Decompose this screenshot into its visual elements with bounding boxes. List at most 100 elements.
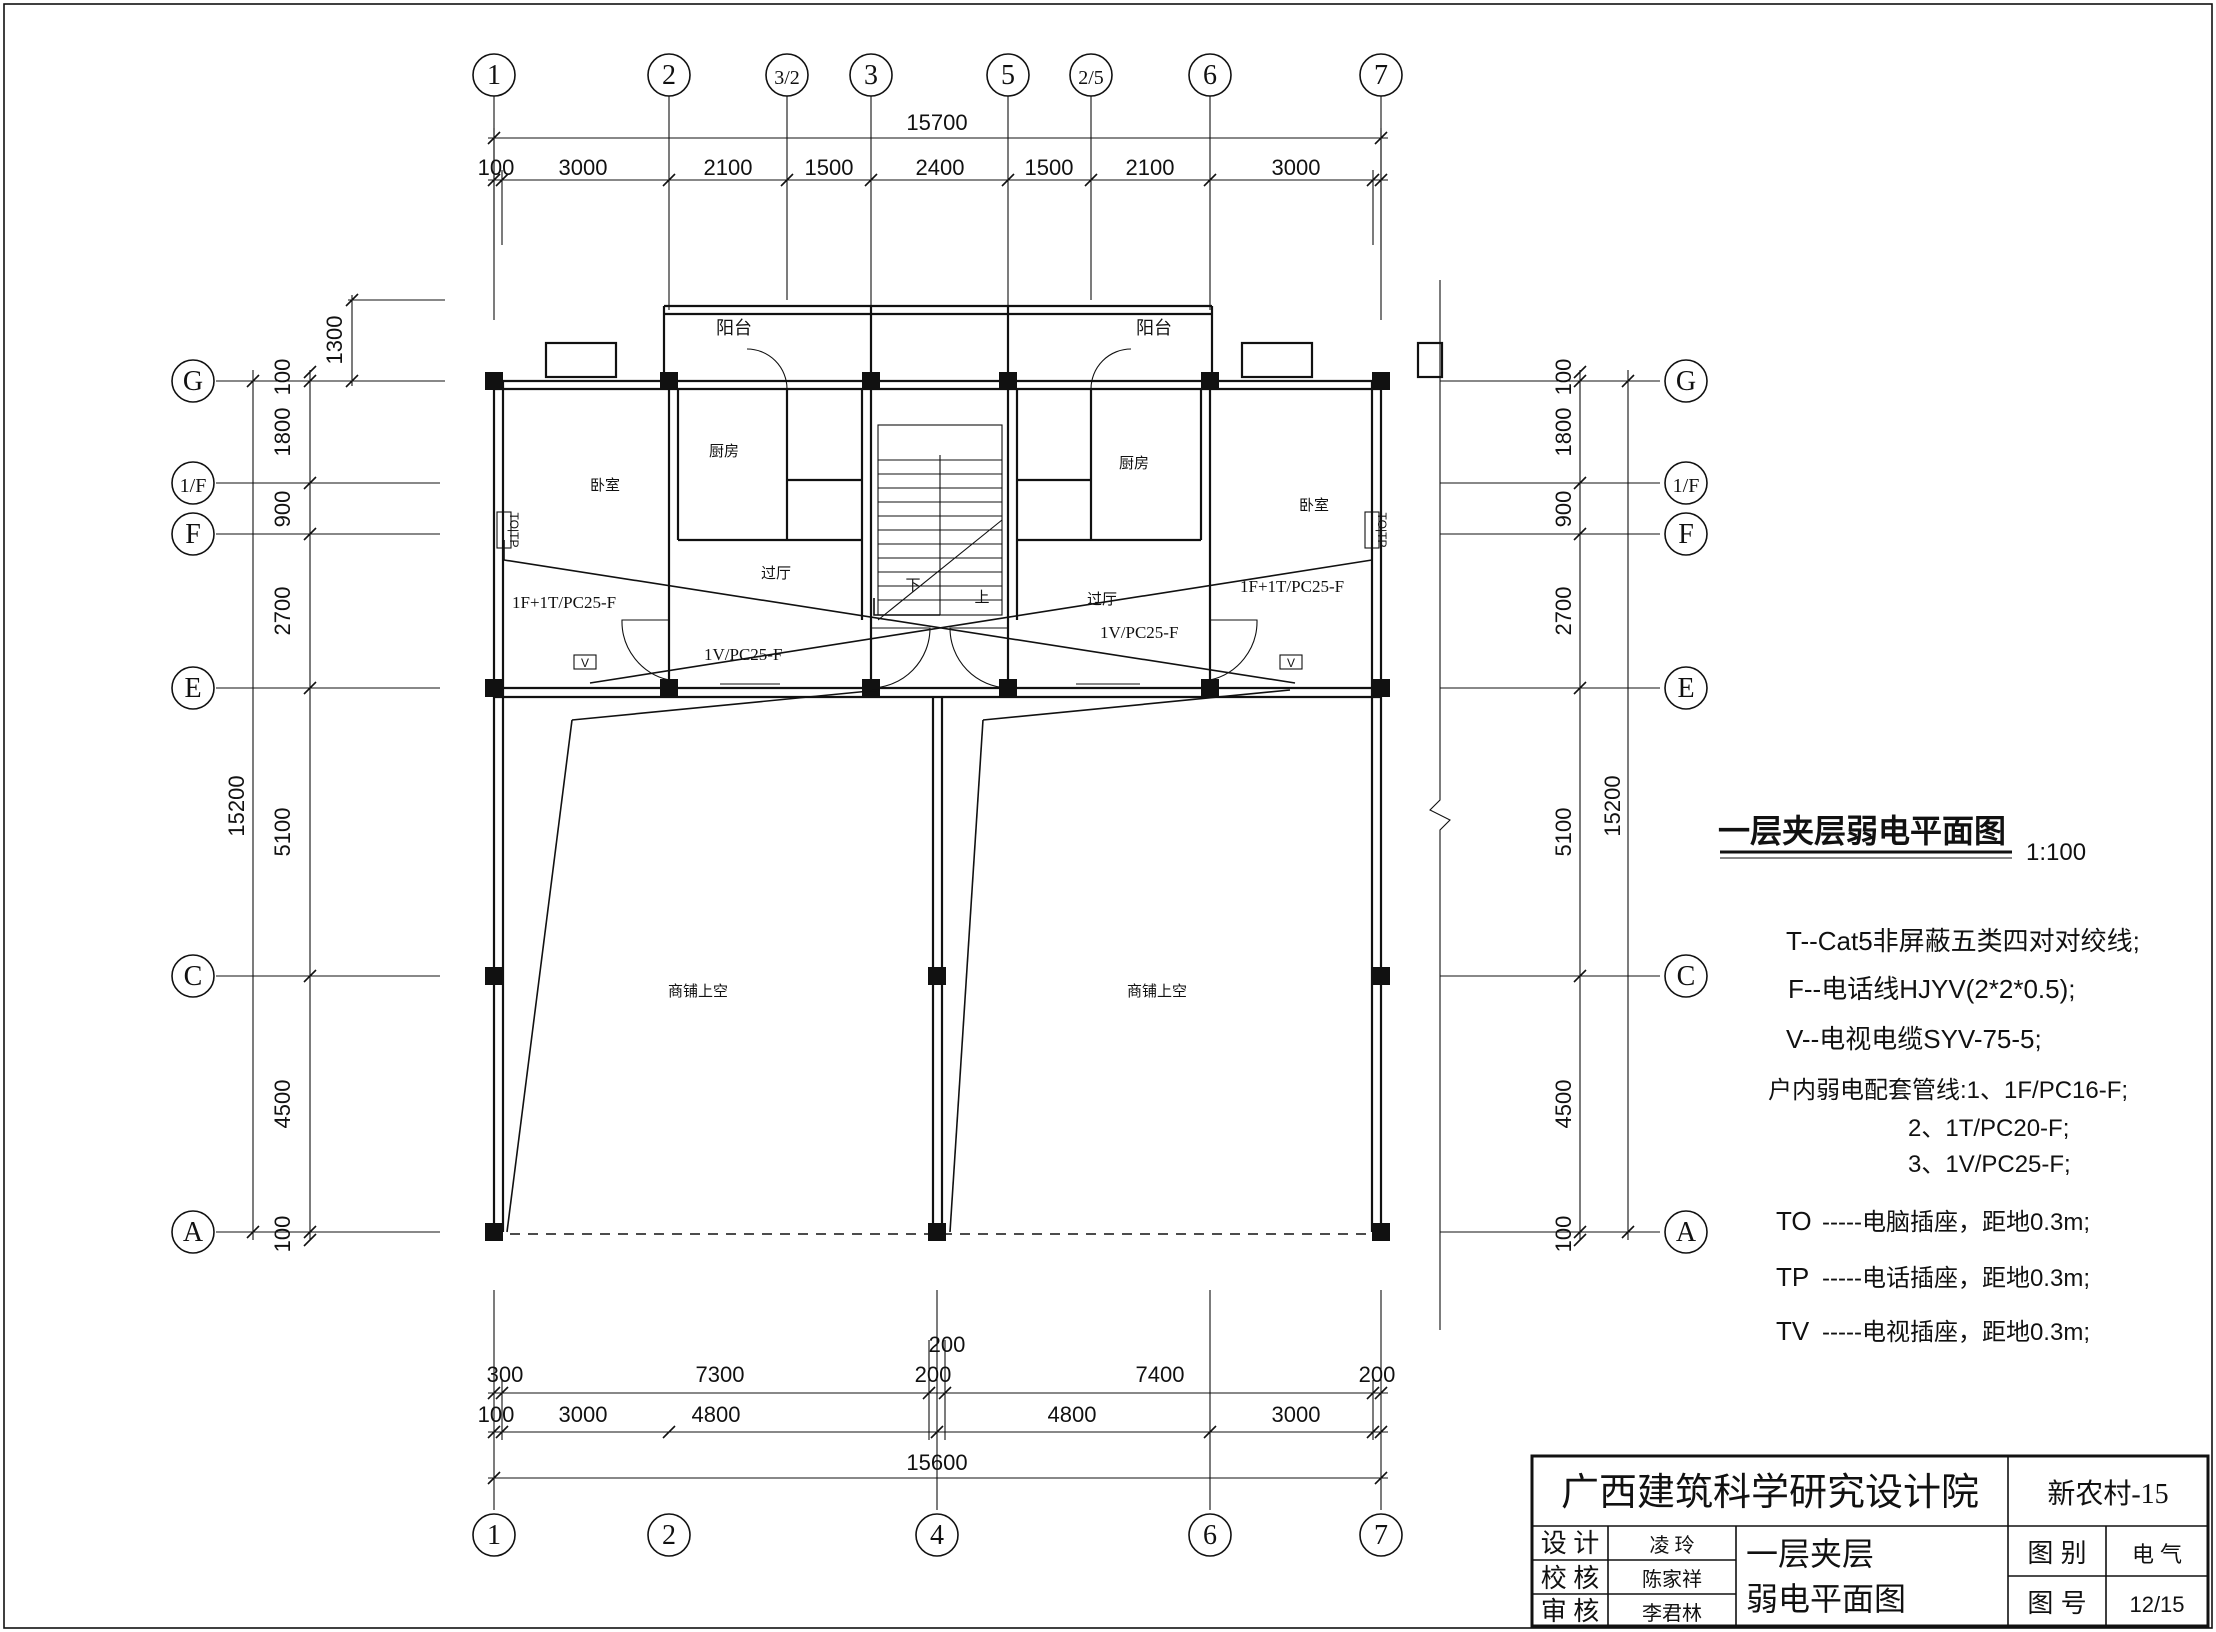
outlet-text-tv: -----电视插座，距地0.3m; [1822,1319,2090,1346]
design-name: 凌 玲 [1650,1534,1695,1557]
svg-text:1/F: 1/F [1673,475,1700,497]
dim-bottom-row2: 3000 [1272,1402,1321,1427]
dim-right-seg: 900 [1551,491,1576,528]
room-balcony-right: 阳台 [1136,318,1172,338]
wiring-label-right-tv: 1V/PC25-F [1100,623,1178,642]
dim-top-seg: 2100 [1126,155,1175,180]
dim-bottom-row2: 100 [478,1402,515,1427]
outlet-tv-left: V [581,656,589,670]
legend-line: 3、1V/PC25-F; [1908,1151,2071,1178]
category-label: 图 别 [2027,1538,2086,1568]
column [999,372,1017,390]
legend-line: 户内弱电配套管线:1、1F/PC16-F; [1768,1077,2128,1104]
svg-text:C: C [1677,961,1696,992]
column [485,967,503,985]
dim-right-seg: 2700 [1551,587,1576,636]
column [1372,967,1390,985]
room-shop-left: 商铺上空 [668,983,728,1000]
axis-bubble-bottom: 1 [472,1513,516,1557]
project-code: 新农村-15 [2047,1478,2168,1510]
dim-bottom-row2: 4800 [692,1402,741,1427]
axis-bubble-left: G [171,359,215,403]
dim-bottom-row1: 200 [929,1332,966,1357]
dim-bottom-row1: 200 [915,1362,952,1387]
title-block: 广西建筑科学研究设计院 新农村-15 设 计 凌 玲 校 核 陈家祥 审 核 李… [1530,1454,2210,1628]
room-kitchen-left: 厨房 [709,443,739,460]
svg-text:E: E [184,673,201,704]
dim-top-seg: 2100 [704,155,753,180]
dim-left-seg: 900 [270,491,295,528]
room-kitchen-right: 厨房 [1119,455,1149,472]
svg-text:7: 7 [1374,60,1388,91]
room-balcony-left: 阳台 [716,318,752,338]
dim-bottom-row1: 7300 [696,1362,745,1387]
category-value: 电 气 [2132,1542,2182,1567]
dim-left-total: 15200 [224,775,249,836]
dim-top-seg: 1500 [1025,155,1074,180]
dim-top-seg: 3000 [1272,155,1321,180]
svg-text:G: G [1676,366,1696,397]
dim-right-seg: 4500 [1551,1080,1576,1129]
svg-text:A: A [1676,1217,1697,1248]
review-name: 李君林 [1642,1602,1702,1625]
axis-bubble-right: C [1664,954,1708,998]
axis-bubble-bottom: 2 [647,1513,691,1557]
column [485,372,503,390]
dim-right-seg: 5100 [1551,808,1576,857]
room-shop-right: 商铺上空 [1127,983,1187,1000]
wiring-label-left-tv: 1V/PC25-F [704,645,782,664]
dim-balcony: 1300 [322,316,347,365]
sheet-title-1: 一层夹层 [1746,1536,1874,1572]
dim-right-seg: 100 [1551,359,1576,396]
outlet-text-tp: -----电话插座，距地0.3m; [1822,1265,2090,1292]
dim-right-seg: 100 [1551,1216,1576,1253]
column [1201,372,1219,390]
outlet-tp-right: TO|TP [1375,513,1389,548]
svg-text:F: F [185,519,201,550]
legend-line: 2、1T/PC20-F; [1908,1115,2069,1142]
room-labels: 阳台 阳台 厨房 厨房 卧室 卧室 过厅 过厅 商铺上空 商铺上空 下 上 [590,318,1329,1000]
dim-bottom-total: 15600 [906,1450,967,1475]
dim-right-total: 15200 [1600,775,1625,836]
column [1372,1223,1390,1241]
dimension-lines [252,128,1629,1479]
svg-text:3/2: 3/2 [774,67,800,89]
dim-bottom-row2: 4800 [1048,1402,1097,1427]
dim-top-seg: 100 [478,155,515,180]
review-label: 审 核 [1541,1597,1600,1626]
column [928,967,946,985]
axis-bubble-right: 1/F [1664,461,1708,505]
outlet-tv-right: V [1287,656,1295,670]
axis-bubble-right: G [1664,359,1708,403]
svg-text:A: A [183,1217,204,1248]
column [660,372,678,390]
drawing-title-group: 一层夹层弱电平面图 1:100 [1718,813,2086,866]
axis-bubble-bottom: 6 [1188,1513,1232,1557]
outlet-tp-left: TO|TP [507,513,521,548]
column [862,679,880,697]
dim-left-seg: 100 [270,1216,295,1253]
svg-text:6: 6 [1203,60,1217,91]
dim-top-total: 15700 [906,110,967,135]
svg-text:1: 1 [487,1520,501,1551]
svg-text:7: 7 [1374,1520,1388,1551]
sheet-title-2: 弱电平面图 [1746,1581,1906,1617]
svg-text:E: E [1677,673,1694,704]
axis-bubble-top: 7 [1359,53,1403,97]
building-walls [492,304,1444,1235]
room-hall-right: 过厅 [1087,591,1117,608]
stair-up: 上 [974,589,989,606]
svg-text:6: 6 [1203,1520,1217,1551]
column [1201,679,1219,697]
legend-line: V--电视电缆SYV-75-5; [1786,1024,2042,1054]
svg-text:2/5: 2/5 [1078,67,1104,89]
axis-bubble-top: 2 [647,53,691,97]
dim-top-seg: 3000 [559,155,608,180]
axis-bubble-right: A [1664,1210,1708,1254]
axis-bubble-top: 5 [986,53,1030,97]
wiring [503,540,1373,1233]
column [862,372,880,390]
dim-left-seg: 2700 [270,587,295,636]
